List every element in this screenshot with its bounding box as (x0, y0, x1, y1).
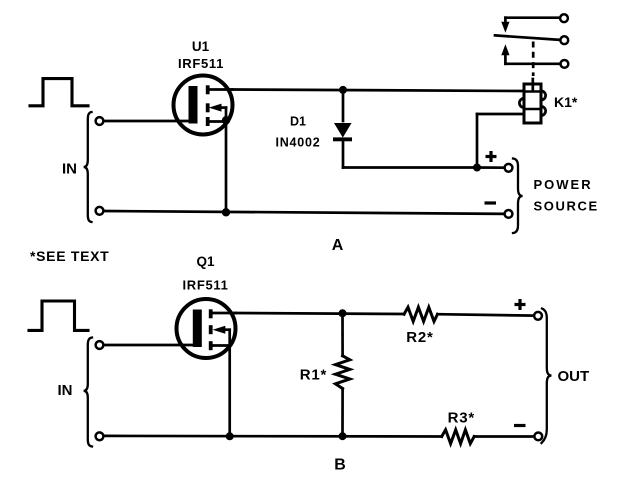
svg-text:IRF511: IRF511 (178, 56, 224, 71)
svg-text:*SEE TEXT: *SEE TEXT (30, 248, 109, 264)
svg-text:IRF511: IRF511 (182, 278, 228, 293)
svg-text:POWER: POWER (534, 177, 593, 192)
svg-text:IN4002: IN4002 (275, 136, 320, 150)
svg-text:SOURCE: SOURCE (534, 198, 599, 213)
svg-text:A: A (332, 237, 344, 254)
svg-text:R2*: R2* (406, 329, 433, 346)
svg-text:U1: U1 (192, 39, 210, 54)
svg-text:K1*: K1* (554, 94, 578, 110)
svg-text:IN: IN (62, 161, 77, 178)
svg-text:B: B (334, 457, 346, 474)
svg-text:IN: IN (58, 382, 73, 399)
svg-text:R3*: R3* (448, 410, 475, 427)
svg-text:D1: D1 (290, 115, 306, 129)
svg-text:R1*: R1* (300, 367, 327, 384)
svg-text:Q1: Q1 (196, 254, 215, 269)
svg-text:OUT: OUT (558, 368, 590, 385)
